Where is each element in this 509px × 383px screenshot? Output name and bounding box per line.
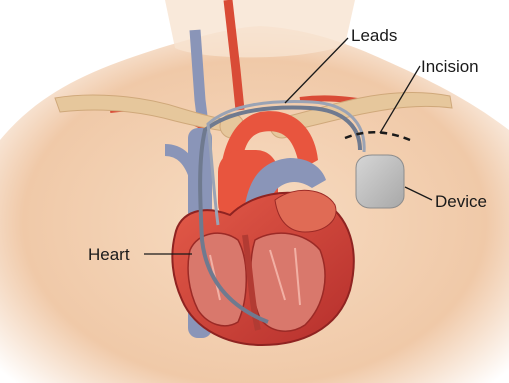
heart-label: Heart — [88, 245, 130, 264]
leads-label: Leads — [351, 26, 397, 45]
incision-label: Incision — [421, 57, 479, 76]
pacemaker-device — [356, 155, 404, 208]
device-label: Device — [435, 192, 487, 211]
